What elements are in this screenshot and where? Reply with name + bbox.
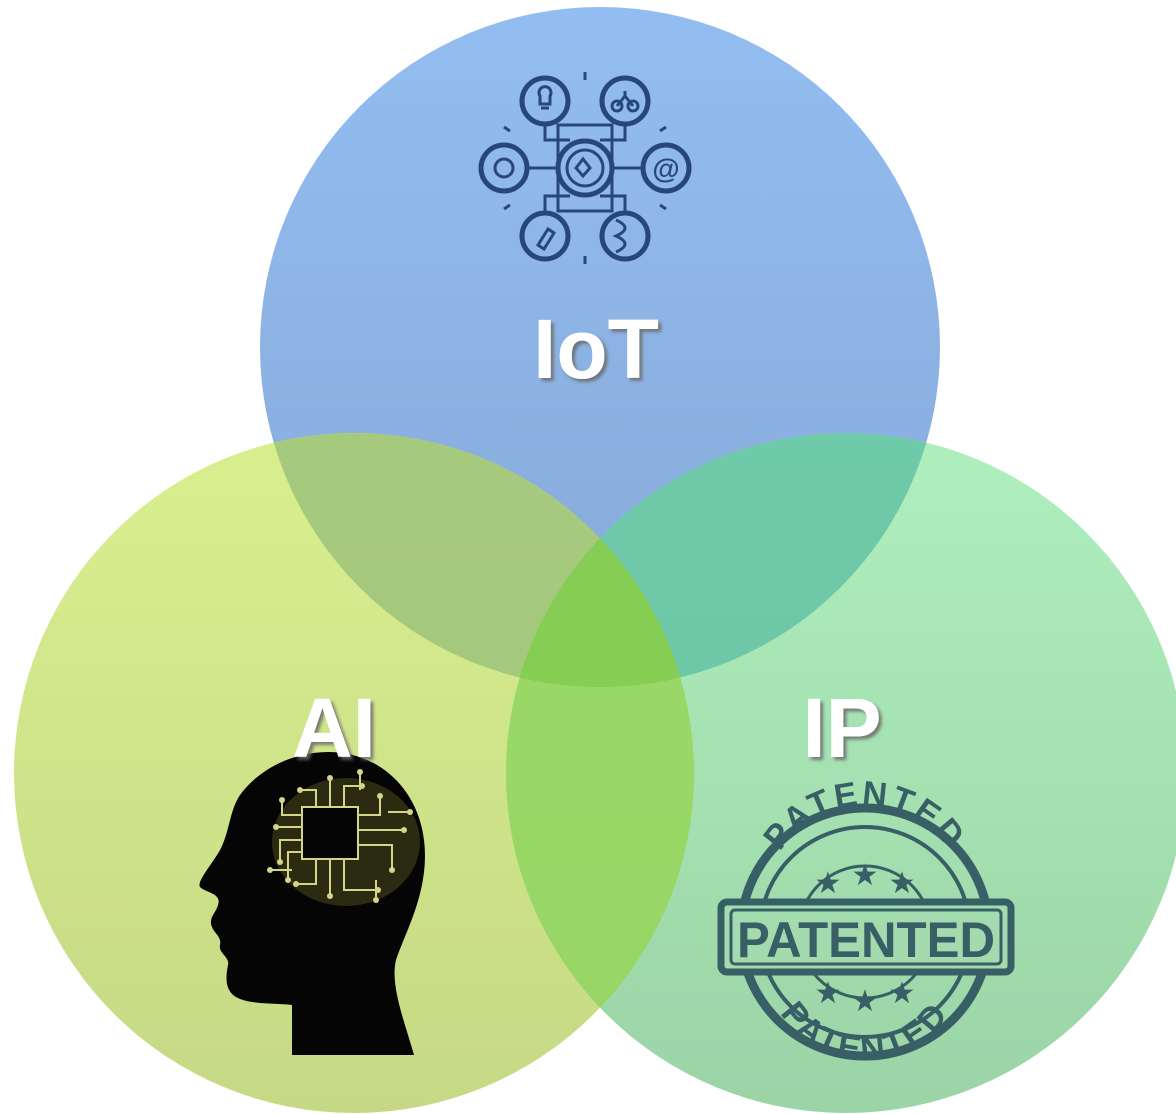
- svg-text:★: ★: [852, 858, 879, 893]
- ai-label: AI: [292, 681, 376, 775]
- overlap-iot-ai: [260, 433, 694, 687]
- venn-circles: [14, 7, 1176, 1113]
- overlap-iot-ip: [506, 433, 940, 687]
- stamp-stars: ★ ★ ★ ★ ★ ★: [815, 858, 916, 1019]
- stamp-main-text: PATENTED: [737, 912, 995, 968]
- iot-network-icon: @: [478, 72, 692, 264]
- patented-stamp-icon: PATENTED PATENTED ★★★ ★★★ PATENTED: [717, 774, 1015, 1069]
- svg-text:★: ★: [889, 866, 916, 901]
- iot-label: IoT: [533, 302, 659, 396]
- svg-text:★: ★: [889, 976, 916, 1011]
- ip-label: IP: [802, 681, 881, 775]
- svg-text:@: @: [652, 153, 679, 184]
- svg-text:★: ★: [815, 866, 842, 901]
- brain-circuit-head-icon: [199, 752, 425, 1055]
- svg-text:★: ★: [815, 976, 842, 1011]
- svg-text:★: ★: [852, 984, 879, 1019]
